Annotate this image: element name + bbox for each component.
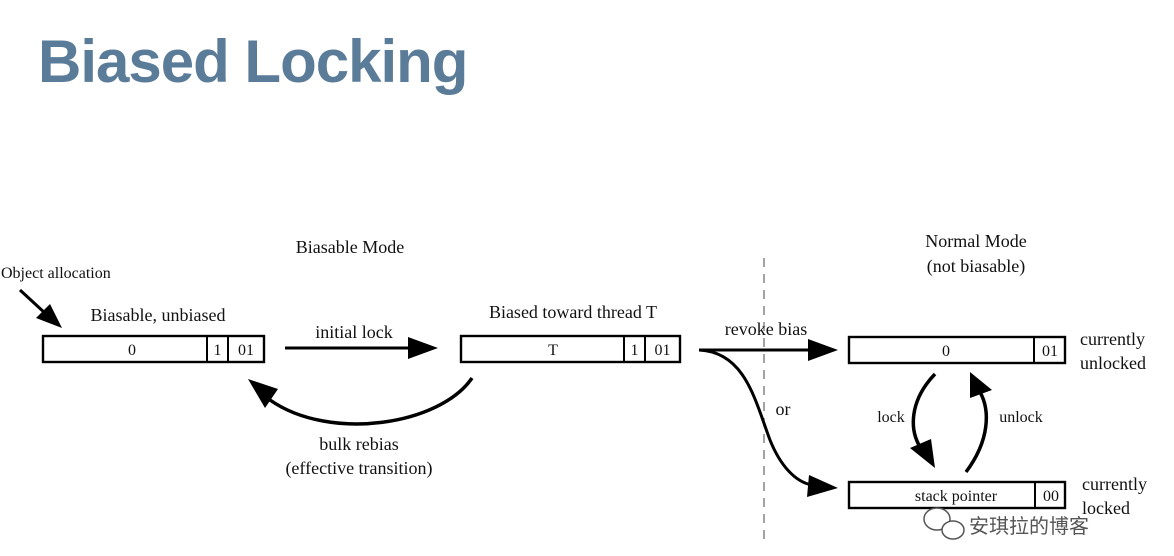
- unlock-label: unlock: [999, 409, 1043, 426]
- bulk-rebias-note: (effective transition): [285, 458, 432, 479]
- normal-mode-heading: Normal Mode: [925, 231, 1026, 251]
- unbiased-field-bit: 1: [214, 342, 222, 359]
- unbiased-header-caption: Biasable, unbiased: [91, 305, 226, 325]
- unlocked-header-box: 0 01: [847, 335, 1067, 365]
- locked-header-box: stack pointer 00: [847, 480, 1067, 510]
- biasable-mode-heading: Biasable Mode: [296, 237, 404, 257]
- locked-state-line1: currently: [1082, 474, 1147, 494]
- revoke-bias-arrow: [699, 339, 838, 361]
- object-allocation-label: Object allocation: [1, 265, 111, 282]
- biased-field-tag: 01: [655, 342, 671, 359]
- initial-lock-arrow: [285, 337, 438, 359]
- locked-field-tag: 00: [1043, 488, 1059, 505]
- revoke-bias-or-arrow: [698, 348, 838, 497]
- unlocked-field-tag: 01: [1042, 343, 1058, 360]
- object-allocation-arrow: [18, 288, 62, 328]
- wechat-icon: [923, 507, 965, 540]
- unbiased-field-tag: 01: [238, 342, 254, 359]
- lock-label: lock: [877, 409, 905, 426]
- normal-mode-subheading: (not biasable): [927, 256, 1025, 277]
- biased-field-main: T: [548, 342, 558, 359]
- unlocked-field-main: 0: [942, 343, 950, 360]
- unlocked-state-line2: unlocked: [1080, 353, 1146, 373]
- initial-lock-label: initial lock: [315, 322, 392, 342]
- locked-field-main: stack pointer: [915, 488, 998, 505]
- or-label: or: [776, 399, 791, 419]
- watermark-text: 安琪拉的博客: [969, 514, 1089, 538]
- locked-state-line2: locked: [1082, 498, 1130, 518]
- biased-header-box: T 1 01: [459, 334, 682, 364]
- bulk-rebias-label: bulk rebias: [319, 434, 398, 454]
- slide-title: Biased Locking: [38, 28, 468, 95]
- revoke-bias-label: revoke bias: [725, 319, 807, 339]
- unbiased-field-main: 0: [128, 342, 136, 359]
- biased-header-caption: Biased toward thread T: [489, 302, 657, 322]
- lock-arrow: [910, 372, 937, 468]
- unlock-arrow: [964, 372, 992, 474]
- unlocked-state-line1: currently: [1080, 329, 1145, 349]
- biased-field-bit: 1: [631, 342, 639, 359]
- bulk-rebias-arrow: [248, 377, 474, 426]
- unbiased-header-box: 0 1 01: [41, 334, 266, 364]
